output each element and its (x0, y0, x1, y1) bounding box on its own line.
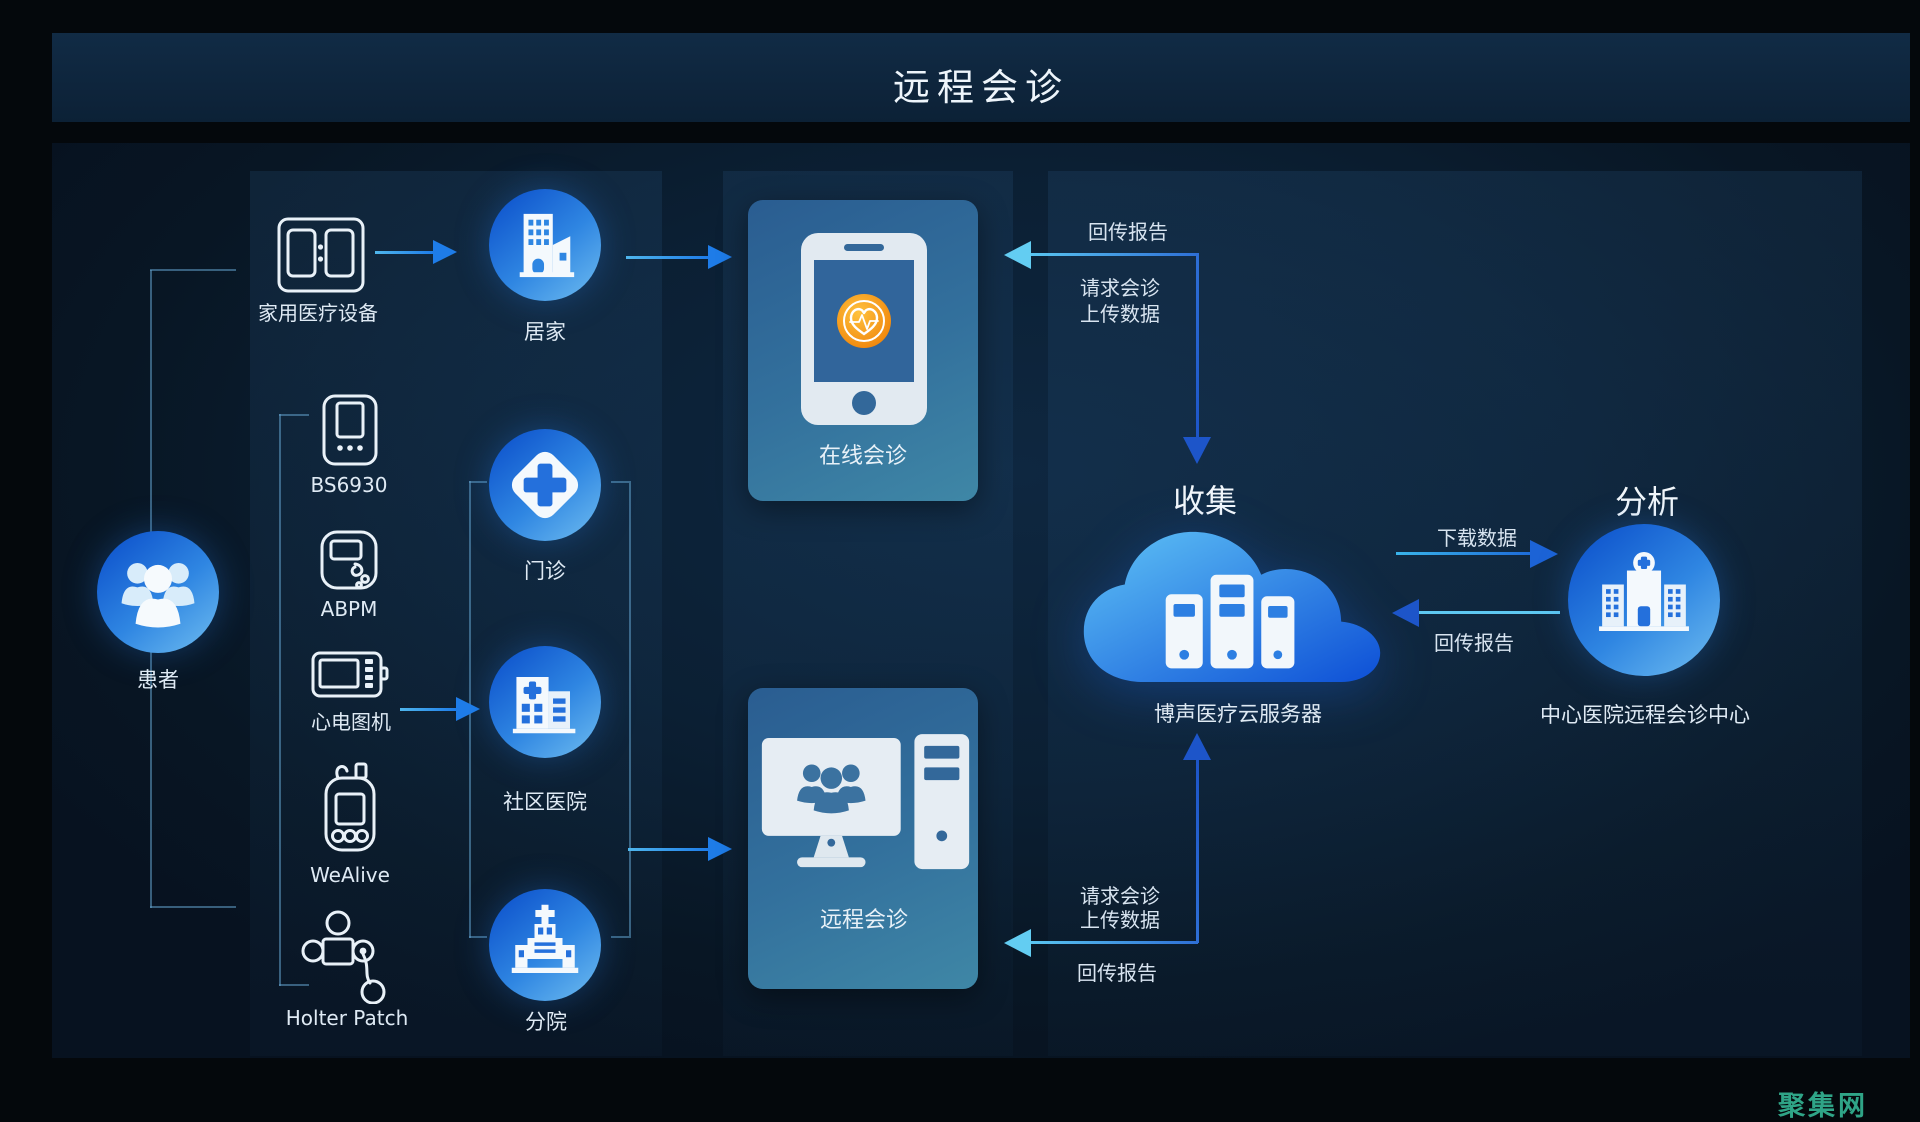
device-bracket-bottom (279, 984, 309, 986)
site-bracket-right (629, 481, 631, 938)
arrow-homedevice-to-home (375, 251, 433, 254)
device-ecg-label: 心电图机 (311, 710, 391, 734)
home-medical-device-icon (277, 217, 365, 293)
flow-pc-request-label-1: 请求会诊 (1080, 884, 1160, 908)
site-bracket-left-bottom (469, 936, 487, 938)
site-home-node (489, 189, 601, 301)
branch-hospital-icon (511, 904, 579, 973)
arrow-center-to-cloud-head (1392, 599, 1419, 627)
device-bs6930-label: BS6930 (310, 473, 388, 497)
site-community-node (489, 646, 601, 758)
center-hospital-node (1568, 524, 1720, 676)
online-consult-label: 在线会诊 (818, 444, 908, 469)
arrow-sites-to-pc-head (708, 837, 732, 861)
arrow-home-to-phone-head (708, 245, 732, 269)
connector-pc-arrowhead (1004, 929, 1031, 957)
bs6930-icon (322, 394, 378, 466)
flow-pc-request-label-2: 上传数据 (1080, 908, 1160, 932)
desktop-computer-icon (761, 734, 970, 870)
flow-phone-request-label-1: 请求会诊 (1080, 276, 1160, 300)
site-outpatient-node (489, 429, 601, 541)
flow-phone-return-label: 回传报告 (1088, 220, 1168, 244)
site-bracket-right-bottom (611, 936, 629, 938)
flow-center-return-label: 回传报告 (1434, 631, 1514, 655)
flow-download-label: 下载数据 (1437, 526, 1517, 550)
cloud-label: 博声医疗云服务器 (1154, 702, 1322, 726)
analyze-heading: 分析 (1614, 483, 1680, 521)
device-bracket-top (279, 414, 309, 416)
community-hospital-icon (512, 677, 576, 734)
site-outpatient-label: 门诊 (524, 559, 566, 583)
connector-to-cloud-arrowhead (1183, 437, 1211, 464)
connector-from-pc-arrowhead (1183, 733, 1211, 760)
arrow-center-to-cloud (1419, 611, 1560, 614)
device-home-label: 家用医疗设备 (258, 301, 378, 325)
connector-to-cloud-vertical (1196, 253, 1199, 437)
collect-heading: 收集 (1172, 482, 1238, 520)
page-title: 远程会诊 (893, 66, 1069, 109)
patient-bracket-top (150, 269, 236, 271)
arrow-ecg-to-community (400, 708, 456, 711)
site-bracket-right-top (611, 481, 629, 483)
panel-devices (250, 171, 662, 1056)
cloud-server-icon (1083, 531, 1381, 683)
remote-consult-card: 远程会诊 (748, 688, 978, 989)
clinic-cross-icon (511, 451, 579, 519)
device-wealive-label: WeAlive (310, 863, 390, 887)
device-bracket-line (279, 414, 281, 986)
people-icon (121, 563, 195, 628)
smartphone-icon (801, 233, 927, 425)
device-holter-label: Holter Patch (285, 1006, 409, 1030)
site-branch-label: 分院 (525, 1010, 567, 1034)
arrow-cloud-to-center (1396, 552, 1530, 555)
patient-bracket-bottom (150, 906, 236, 908)
connector-pc-horizontal (1030, 941, 1198, 944)
flow-phone-request-label-2: 上传数据 (1080, 302, 1160, 326)
connector-from-pc-vertical (1196, 760, 1199, 943)
arrow-homedevice-to-home-head (433, 240, 457, 264)
site-home-label: 居家 (524, 320, 566, 344)
watermark: 聚集网 (1778, 1091, 1868, 1122)
title-bar: 远程会诊 (52, 33, 1910, 122)
device-abpm-label: ABPM (320, 597, 378, 621)
flow-pc-return-label: 回传报告 (1077, 961, 1157, 985)
site-community-label: 社区医院 (503, 790, 587, 814)
arrow-cloud-to-center-head (1530, 540, 1558, 568)
online-consult-card: 在线会诊 (748, 200, 978, 501)
abpm-icon (320, 530, 378, 590)
patient-label: 患者 (137, 668, 179, 692)
remote-consult-label: 远程会诊 (819, 908, 909, 933)
hospital-building-icon (1599, 551, 1689, 631)
ecg-machine-icon (311, 651, 389, 698)
app-logo-icon (837, 294, 891, 348)
connector-phone-horizontal (1030, 253, 1198, 256)
arrow-ecg-to-community-head (456, 697, 480, 721)
arrow-home-to-phone (626, 256, 708, 259)
holter-patch-icon (301, 910, 386, 1004)
patient-node (97, 531, 219, 653)
home-building-icon (519, 213, 575, 278)
wealive-icon (324, 762, 376, 852)
connector-phone-arrowhead (1004, 241, 1031, 269)
site-branch-node (489, 889, 601, 1001)
arrow-sites-to-pc (628, 848, 708, 851)
center-label: 中心医院远程会诊中心 (1540, 703, 1750, 727)
site-bracket-left-top (469, 481, 487, 483)
